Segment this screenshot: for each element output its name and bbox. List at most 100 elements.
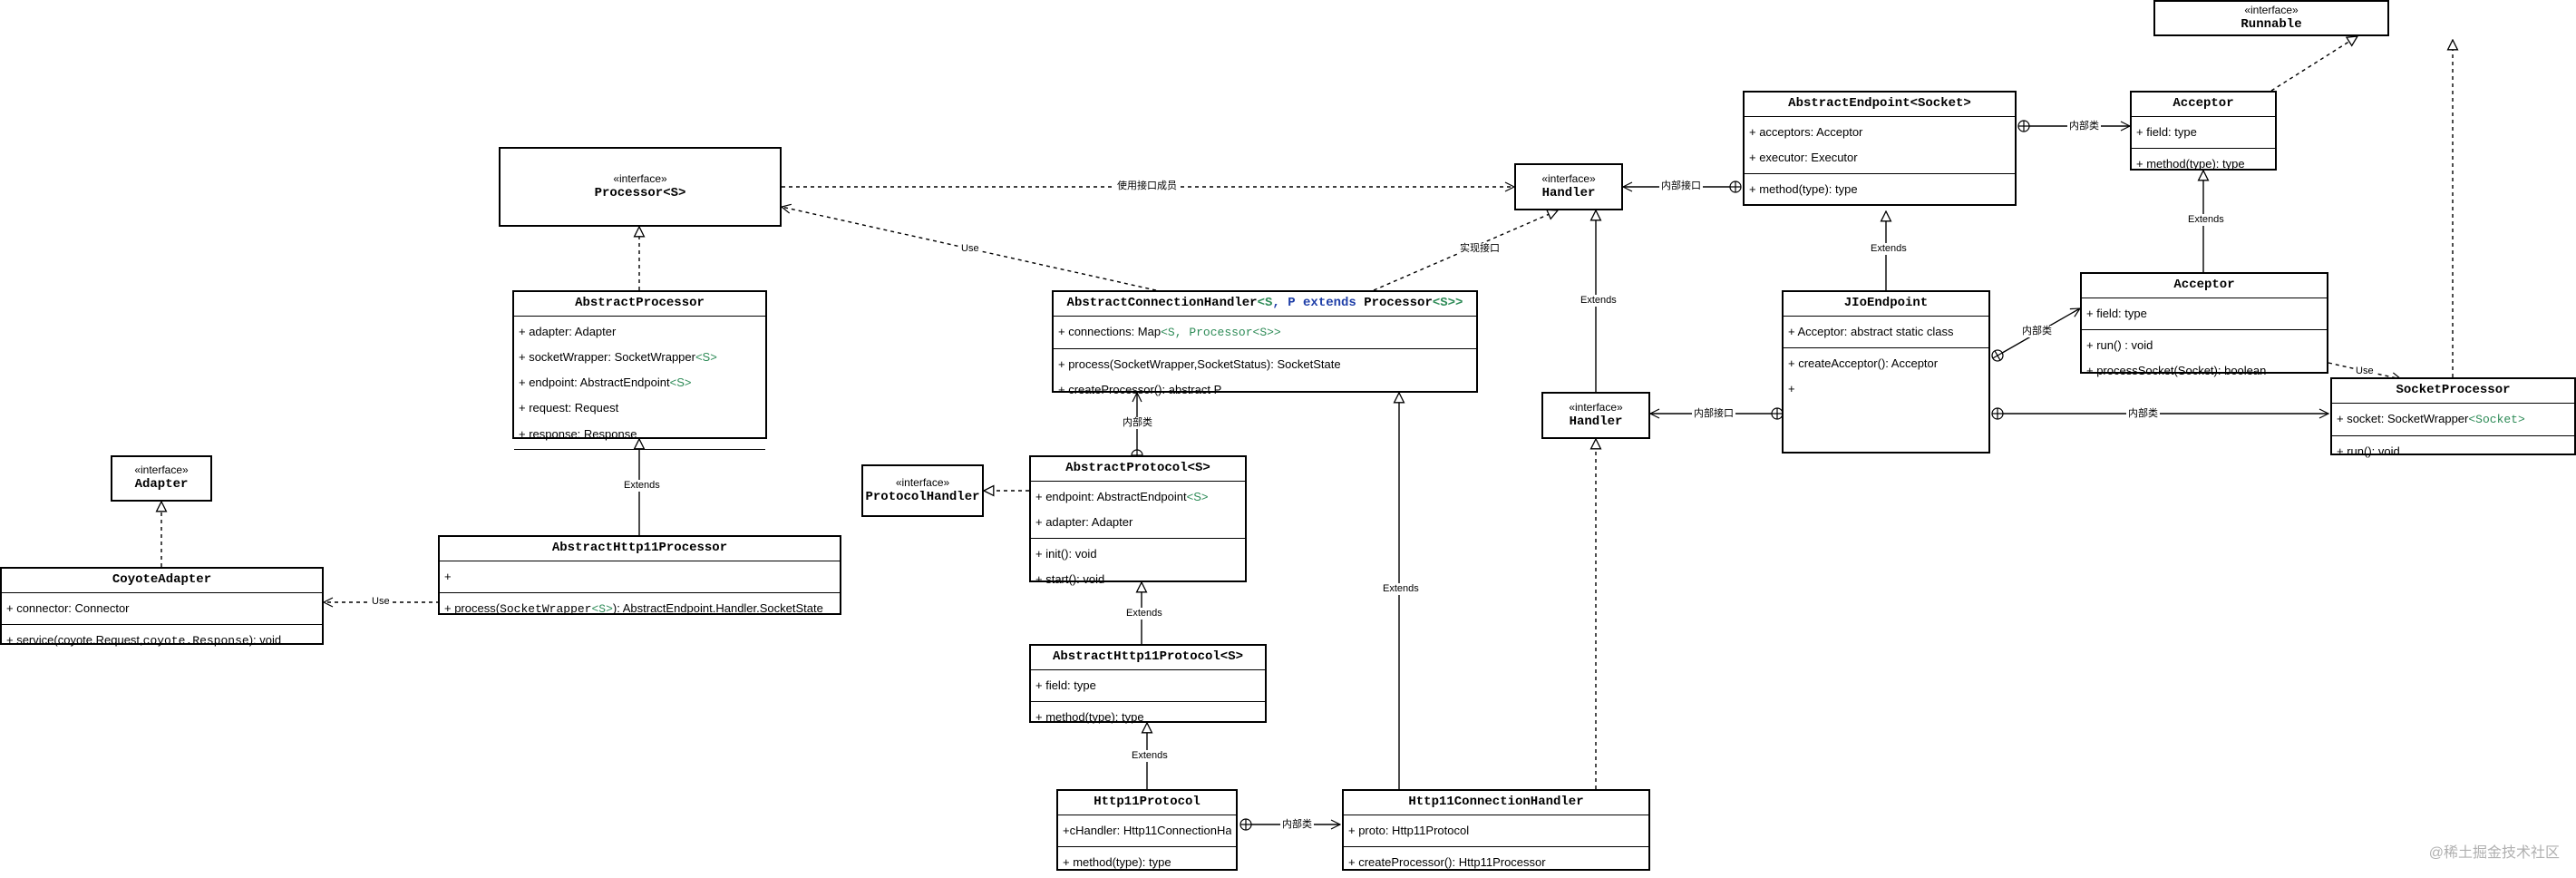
abstract-endpoint-method: + method(type): type [1749,182,1858,196]
class-abstract-protocol[interactable]: AbstractProtocol<S> + endpoint: Abstract… [1029,455,1247,586]
socket-processor-title: SocketProcessor [2332,379,2574,404]
interface-adapter[interactable]: «interface» Adapter [111,455,212,502]
abstract-protocol-field-adapter: + adapter: Adapter [1035,514,1133,529]
abstract-http11-protocol-field: + field: type [1035,678,1096,692]
abstract-processor-socket-wrapper-generic: <S> [695,349,717,364]
http11-protocol-methods: + method(type): type [1058,847,1236,878]
protocol-handler-stereotype: «interface» [895,475,950,489]
interface-runnable[interactable]: «interface» Runnable [2153,0,2389,36]
class-acceptor-inner[interactable]: Acceptor + field: type + run() : void + … [2080,272,2328,377]
class-socket-processor[interactable]: SocketProcessor + socket: SocketWrapper<… [2330,377,2576,458]
class-abstract-http11-protocol[interactable]: AbstractHttp11Protocol<S> + field: type … [1029,644,1267,724]
interface-handler-top[interactable]: «interface» Handler [1514,163,1623,210]
abstract-processor-methods [514,450,765,454]
acm-field-text: + connections: Map [1058,324,1162,338]
abstract-http11-processor-field: + [444,569,452,583]
handler-mid-stereotype: «interface» [1569,400,1623,414]
handler-mid-name: Handler [1569,414,1623,429]
abstract-http11-protocol-method: + method(type): type [1035,709,1144,724]
adapter-stereotype: «interface» [134,463,189,477]
class-coyote-adapter[interactable]: CoyoteAdapter + connector: Connector + s… [0,567,324,648]
http11-protocol-title: Http11Protocol [1058,791,1236,815]
label-inner-class-protocol: 内部类 [1121,417,1154,429]
acceptor-inner-fields: + field: type [2082,298,2327,330]
abstract-http11-processor-title: AbstractHttp11Processor [440,537,840,561]
acceptor-top-title: Acceptor [2132,93,2275,117]
abstract-http11-protocol-methods: + method(type): type [1031,702,1265,733]
abstract-processor-field-adapter: + adapter: Adapter [519,324,617,338]
processor-name: Processor<S> [594,185,686,200]
label-inner-class-socketprocessor: 内部类 [2126,408,2160,420]
http11-connection-handler-field-proto: + proto: Http11Protocol [1348,823,1470,837]
jio-endpoint-title: JIoEndpoint [1784,292,1988,317]
abstract-protocol-endpoint-text: + endpoint: AbstractEndpoint [1035,489,1187,503]
abstract-http11-processor-methods: + process(SocketWrapper<S>): AbstractEnd… [440,593,840,625]
class-jio-endpoint[interactable]: JIoEndpoint + Acceptor: abstract static … [1782,290,1990,454]
socket-processor-methods: + run(): void [2332,436,2574,467]
acceptor-inner-field: + field: type [2086,306,2147,320]
class-http11-protocol[interactable]: Http11Protocol +cHandler: Http11Connecti… [1056,789,1238,871]
class-abstract-processor[interactable]: AbstractProcessor + adapter: Adapter + s… [512,290,767,450]
acceptor-inner-title: Acceptor [2082,274,2327,298]
jio-endpoint-method-create-acceptor: + createAcceptor(): Acceptor [1788,356,1939,370]
abstract-endpoint-field-acceptors: + acceptors: Acceptor [1749,124,1863,139]
abstract-processor-title: AbstractProcessor [514,292,765,317]
acceptor-top-fields: + field: type [2132,117,2275,149]
coyote-method-response: coyote.Response [142,633,249,648]
acceptor-top-methods: + method(type): type [2132,149,2275,180]
abstract-processor-field-response: + response: Response [519,426,637,441]
abstract-processor-field-socket-wrapper: + socketWrapper: SocketWrapper<S> [519,345,761,370]
abstract-protocol-method-start: + start(): void [1035,572,1105,587]
abstract-protocol-title: AbstractProtocol<S> [1031,457,1245,482]
abstract-connection-handler-title: AbstractConnectionHandler<S, P extends P… [1054,292,1476,317]
label-inner-class-jio-acceptor: 内部类 [2020,326,2054,337]
abstract-processor-field-request: + request: Request [519,401,619,415]
http11-connection-handler-method: + createProcessor(): Http11Processor [1348,854,1546,869]
label-use-member: 使用接口成员 [1115,180,1179,192]
abstract-http11-protocol-title: AbstractHttp11Protocol<S> [1031,646,1265,670]
coyote-adapter-methods: + service(coyote.Request,coyote.Response… [2,625,322,657]
abstract-protocol-method-init: + init(): void [1035,547,1097,561]
ahp-method-prefix: + process( [444,600,501,615]
ahp-method-arg: SocketWrapper [500,601,592,616]
socket-processor-fields: + socket: SocketWrapper<Socket> [2332,404,2574,436]
acceptor-inner-method-run: + run() : void [2086,337,2153,352]
watermark-text: @稀土掘金技术社区 [2428,845,2560,861]
coyote-method-prefix: + service(coyote.Request, [6,632,143,647]
label-extends-handler: Extends [1579,295,1619,307]
handler-top-name: Handler [1541,185,1596,200]
processor-stereotype: «interface» [613,171,667,185]
interface-processor[interactable]: «interface» Processor<S> [499,147,782,227]
abstract-endpoint-title: AbstractEndpoint<Socket> [1745,93,2015,117]
acm-title-extends: extends [1303,296,1356,310]
http11-protocol-fields: +cHandler: Http11ConnectionHandler [1058,815,1236,847]
abstract-protocol-fields: + endpoint: AbstractEndpoint<S> + adapte… [1031,482,1245,539]
jio-endpoint-fields: + Acceptor: abstract static class [1784,317,1988,348]
abstract-processor-socket-wrapper-text: + socketWrapper: SocketWrapper [519,349,695,364]
abstract-processor-endpoint-text: + endpoint: AbstractEndpoint [519,376,670,389]
socket-processor-field-generic: <Socket> [2468,412,2525,426]
acm-method-create-processor: + createProcessor(): abstract P [1058,383,1222,396]
acceptor-top-method: + method(type): type [2136,156,2245,171]
acm-title-name: AbstractConnectionHandler [1066,296,1258,310]
coyote-adapter-method-service: + service(coyote.Request,coyote.Response… [6,628,317,654]
protocol-handler-name: ProtocolHandler [865,489,980,504]
interface-handler-mid[interactable]: «interface» Handler [1541,392,1650,439]
label-extends-acceptor: Extends [2186,214,2226,226]
edge-acceptor-runnable [2270,36,2357,92]
http11-connection-handler-methods: + createProcessor(): Http11Processor [1344,847,1648,878]
class-abstract-endpoint[interactable]: AbstractEndpoint<Socket> + acceptors: Ac… [1743,91,2017,206]
label-extends-http11handler: Extends [1381,583,1421,595]
class-abstract-http11-processor[interactable]: AbstractHttp11Processor + + process(Sock… [438,535,841,616]
class-acceptor-top[interactable]: Acceptor + field: type + method(type): t… [2130,91,2277,171]
interface-protocol-handler[interactable]: «interface» ProtocolHandler [861,464,984,517]
class-abstract-connection-handler[interactable]: AbstractConnectionHandler<S, P extends P… [1052,290,1478,396]
acm-title-end: <S>> [1432,296,1463,310]
label-inner-class-endpoint: 内部类 [2067,121,2101,132]
runnable-stereotype: «interface» [2244,3,2299,16]
class-http11-connection-handler[interactable]: Http11ConnectionHandler + proto: Http11P… [1342,789,1650,871]
http11-connection-handler-fields: + proto: Http11Protocol [1344,815,1648,847]
acceptor-inner-method-process-socket: + processSocket(Socket): boolean [2086,364,2267,377]
acm-title-processor: Processor [1356,296,1433,310]
edge-acm-handler [1373,210,1558,291]
